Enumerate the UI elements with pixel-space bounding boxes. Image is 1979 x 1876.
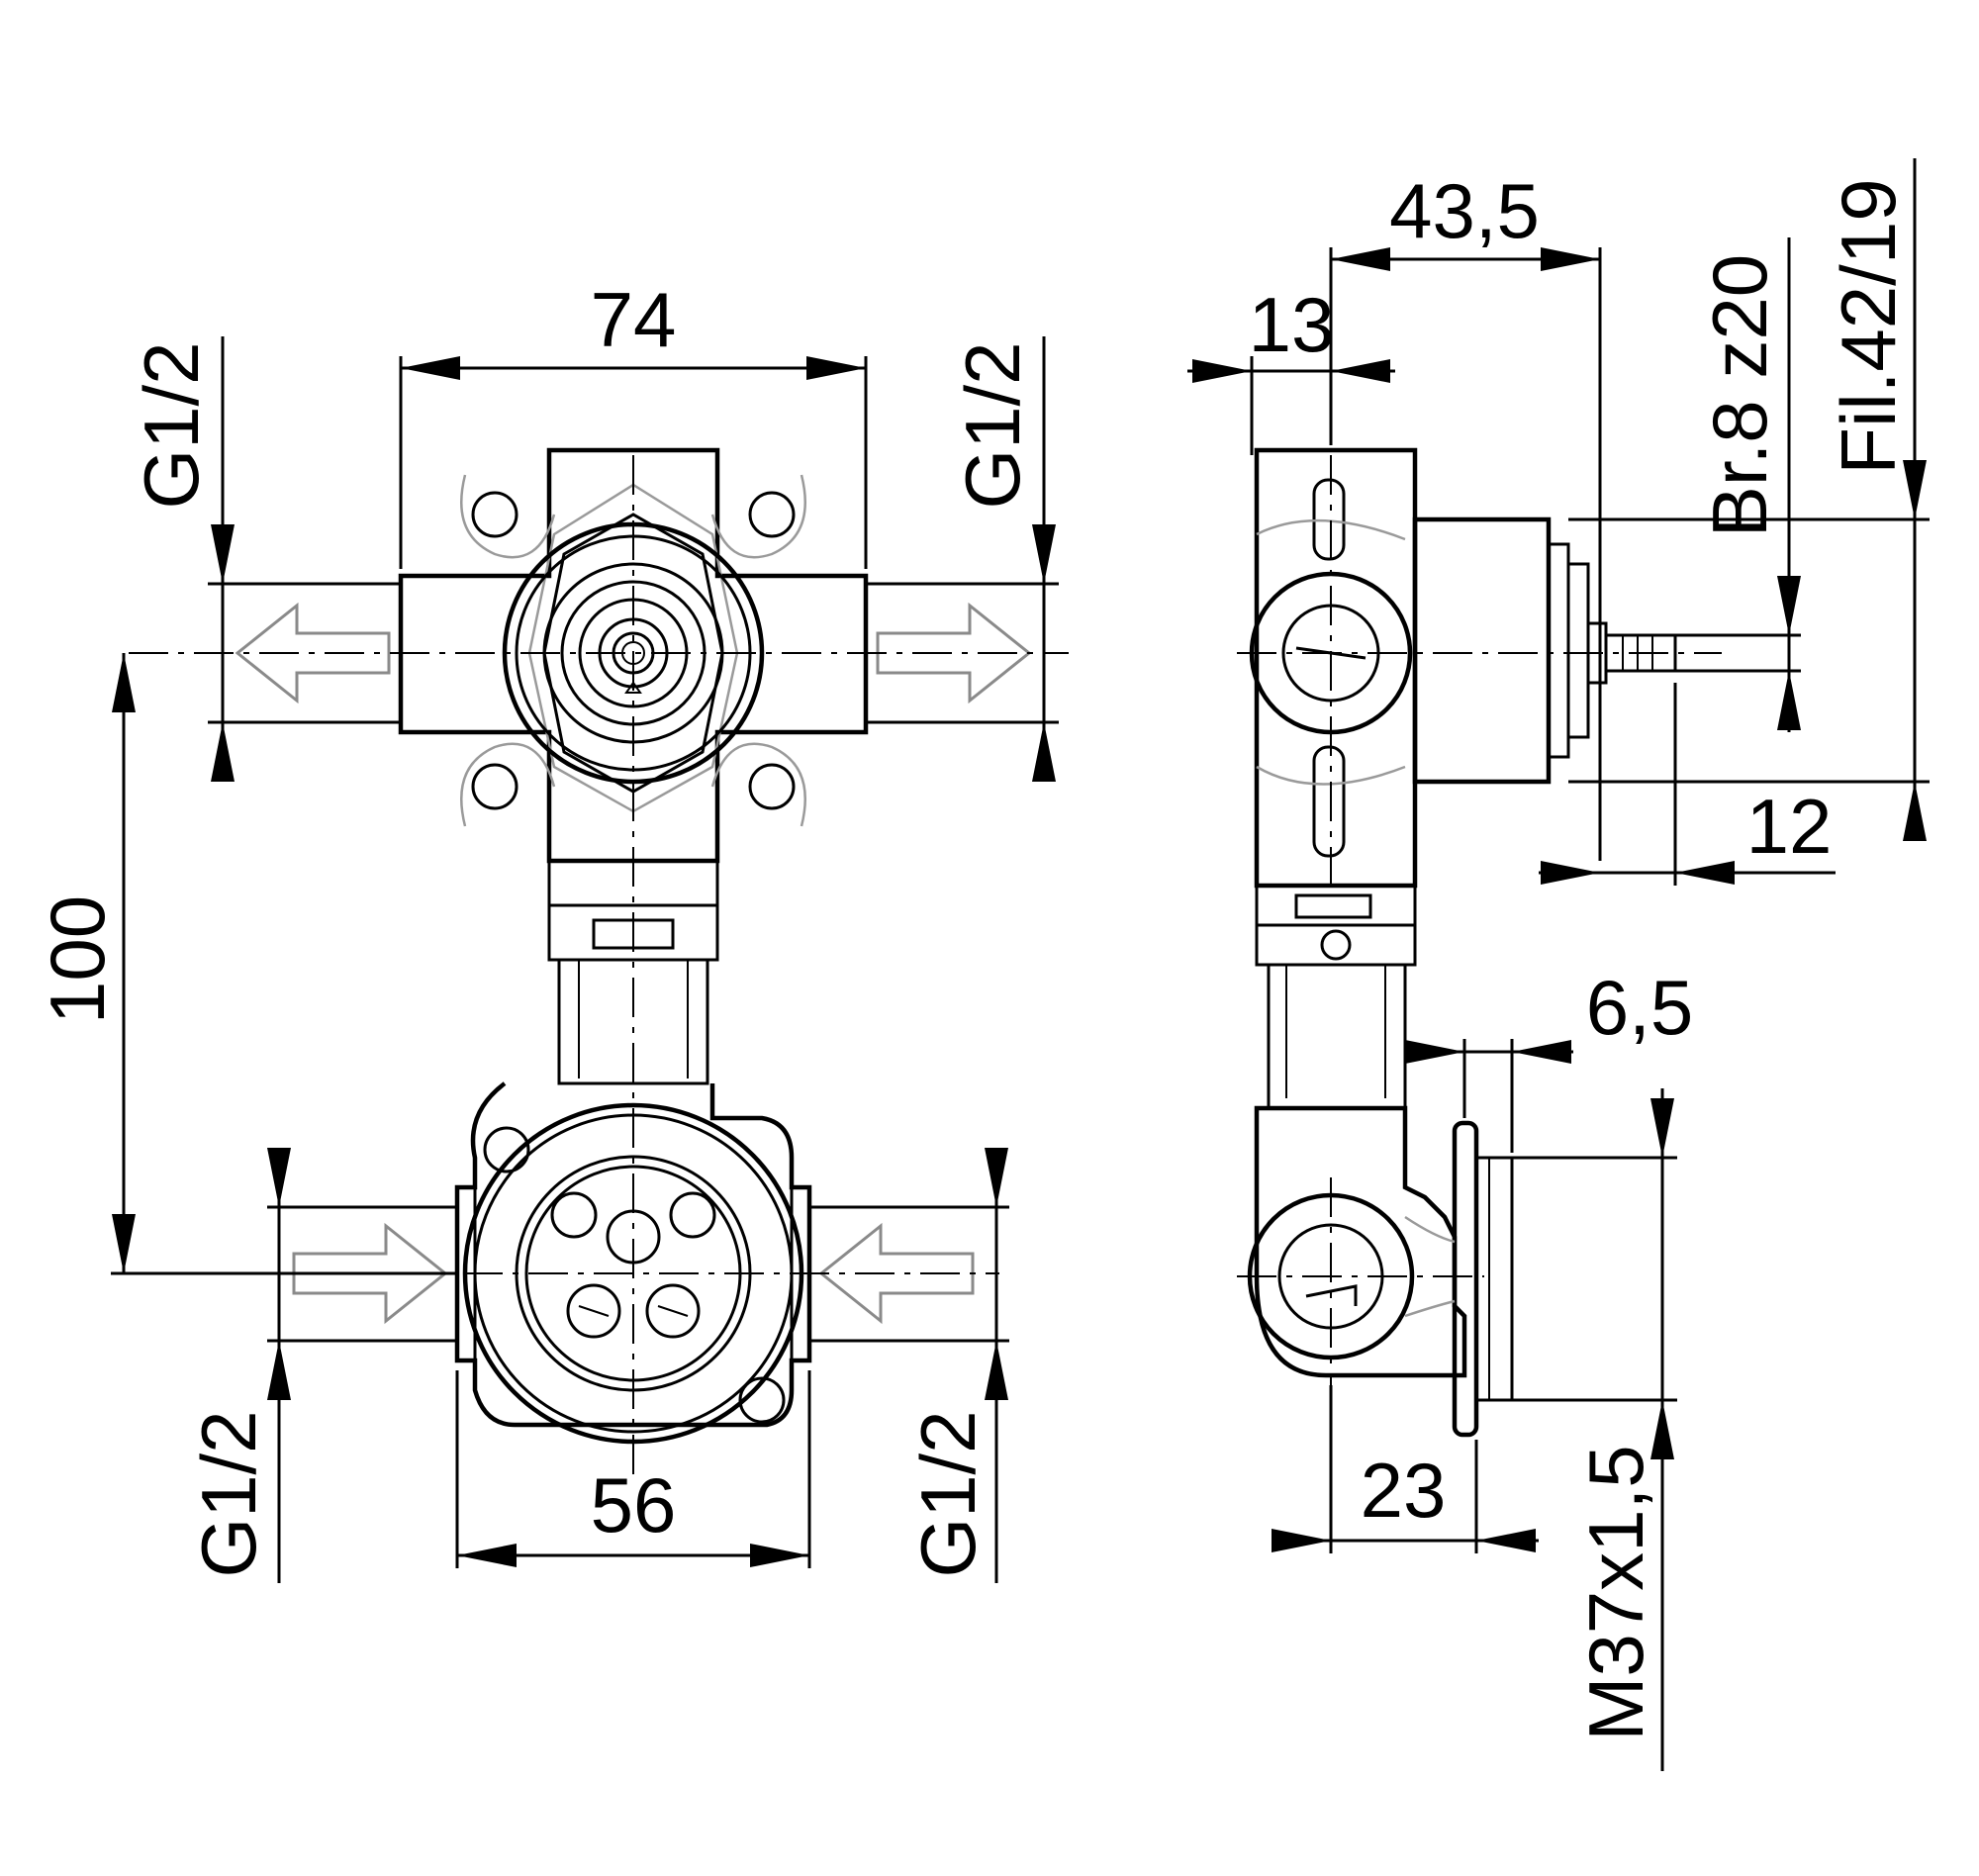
dim-100: 100 [34,895,121,1024]
dim-fil-42-19: Fil.42/19 [1825,178,1912,474]
dim-12: 12 [1746,783,1833,870]
dim-56: 56 [591,1461,677,1548]
dim-13: 13 [1249,281,1335,368]
dim-23: 23 [1361,1447,1447,1534]
dimension-lines-front [111,336,1059,1583]
dim-br8-z20: Br.8 z20 [1696,254,1783,537]
dim-74: 74 [591,276,677,363]
dim-6-5: 6,5 [1586,964,1693,1051]
dim-g12-top-right: G1/2 [949,341,1036,509]
dimension-lines-side [1187,158,1930,1771]
flow-arrow-right [876,602,1032,704]
flow-arrow-in-right [818,1222,975,1325]
dim-43-5: 43,5 [1389,167,1540,254]
dim-g12-top-left: G1/2 [128,341,215,509]
dim-g12-bottom-left: G1/2 [185,1410,272,1577]
dim-m37x1-5: M37x1,5 [1572,1445,1659,1740]
dim-g12-bottom-right: G1/2 [904,1410,991,1577]
side-upper-valve-body [1249,447,1677,1110]
side-lower-valve-body [1247,1105,1514,1438]
